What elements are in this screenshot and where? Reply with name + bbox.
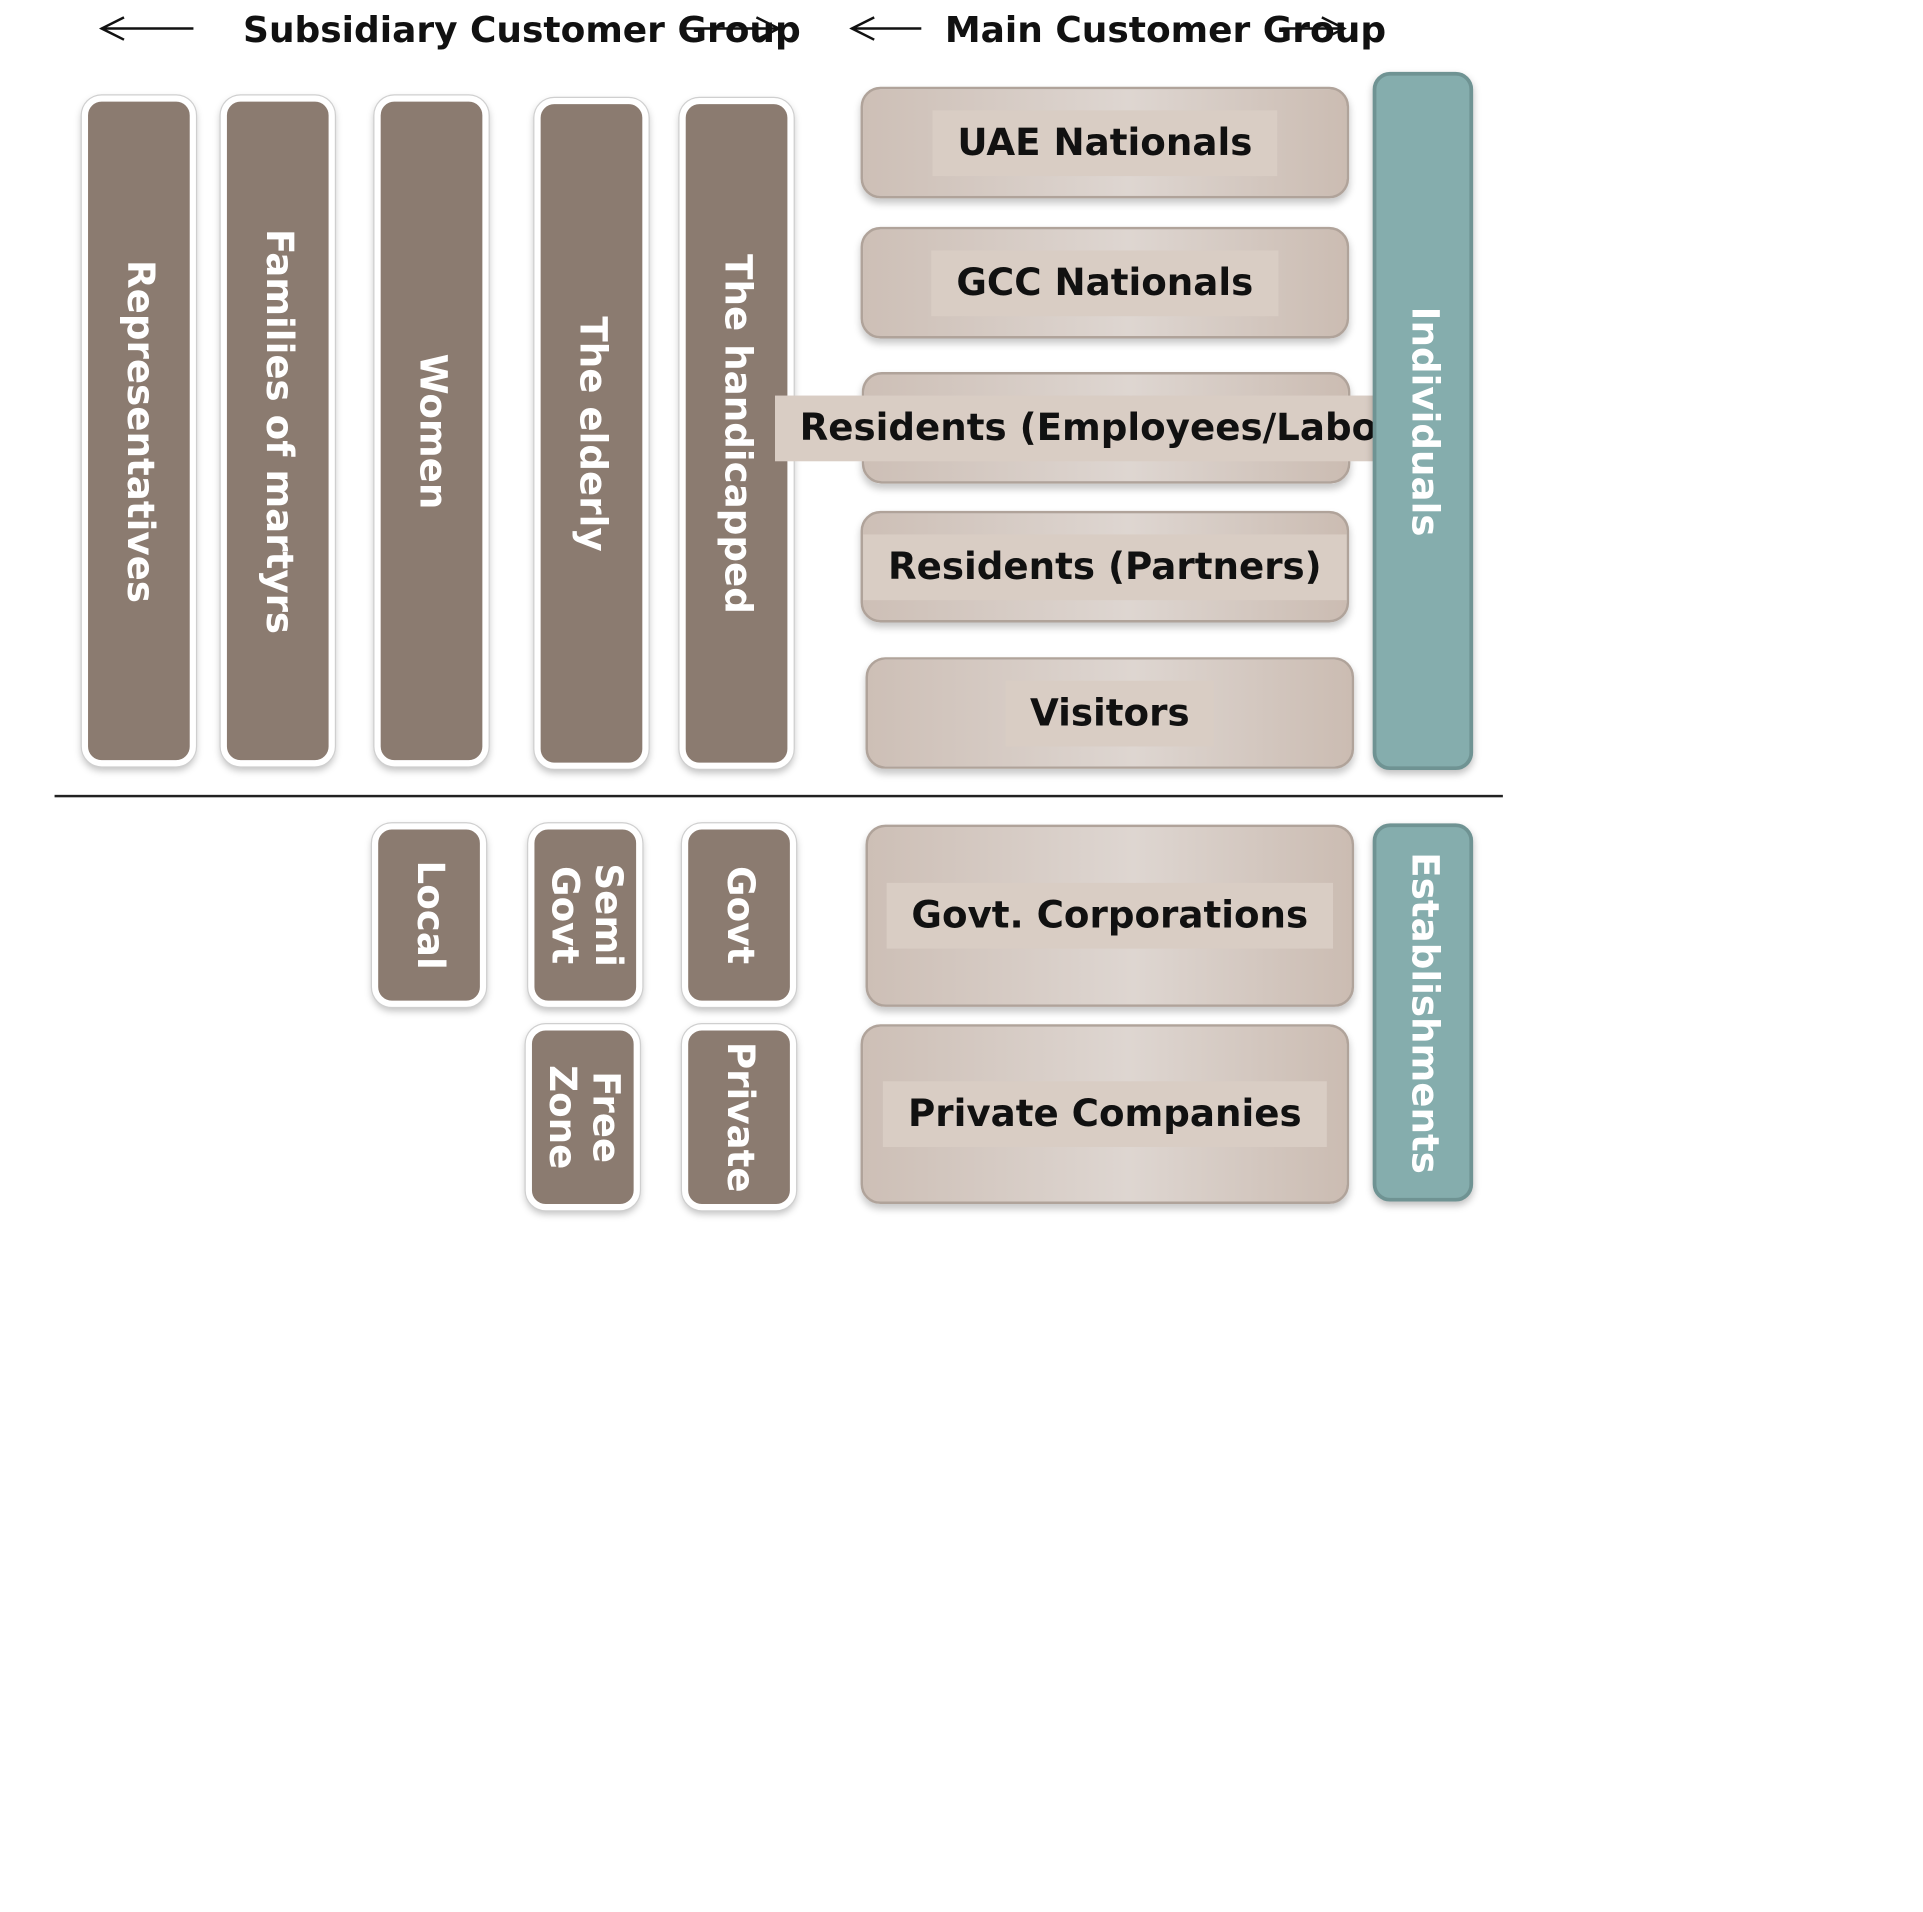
main-govt-corporations: Govt. Corporations	[865, 824, 1355, 1007]
subsidiary-semi-govt: Semi Govt	[528, 823, 643, 1007]
category-label: Establishments	[1402, 851, 1446, 1174]
subsidiary-label: Private	[718, 1041, 762, 1193]
subsidiary-label: Local	[408, 860, 452, 970]
subsidiary-label: Govt	[718, 866, 762, 965]
main-label: Residents (Employees/Labor)	[774, 394, 1438, 461]
subsidiary-representatives: Representatives	[81, 95, 196, 767]
subsidiary-label: Families of martyrs	[256, 228, 301, 634]
main-label: UAE Nationals	[932, 109, 1278, 176]
section-divider	[54, 794, 1503, 798]
main-label: Govt. Corporations	[886, 882, 1333, 949]
subsidiary-families-of-martyrs: Families of martyrs	[220, 95, 335, 767]
subsidiary-label: The handicapped	[715, 253, 760, 614]
arrow-right-icon	[1282, 16, 1347, 41]
main-label: GCC Nationals	[931, 249, 1279, 316]
category-individuals: Individuals	[1372, 71, 1474, 771]
main-label: Residents (Partners)	[863, 533, 1347, 600]
subsidiary-the-elderly: The elderly	[534, 97, 649, 769]
subsidiary-label: Semi Govt	[543, 863, 630, 967]
subsidiary-women: Women	[374, 95, 489, 767]
main-private-companies: Private Companies	[860, 1024, 1350, 1205]
arrow-right-icon	[682, 16, 782, 41]
subsidiary-free-zone: Free Zone	[525, 1024, 640, 1211]
main-uae-nationals: UAE Nationals	[860, 86, 1350, 199]
main-label: Private Companies	[883, 1081, 1327, 1147]
main-residents-partners: Residents (Partners)	[860, 510, 1350, 623]
subsidiary-label: The elderly	[570, 315, 615, 551]
subsidiary-govt: Govt	[682, 823, 797, 1007]
subsidiary-label: Women	[410, 353, 455, 509]
subsidiary-private: Private	[682, 1024, 797, 1211]
subsidiary-label: Representatives	[118, 259, 162, 603]
arrow-left-icon	[99, 16, 194, 41]
category-label: Individuals	[1402, 306, 1446, 536]
subsidiary-label: Free Zone	[540, 1065, 627, 1170]
main-label: Visitors	[1005, 680, 1215, 746]
main-gcc-nationals: GCC Nationals	[860, 226, 1350, 339]
subsidiary-local: Local	[372, 823, 487, 1007]
main-visitors: Visitors	[865, 657, 1355, 769]
category-establishments: Establishments	[1372, 823, 1474, 1202]
arrow-left-icon	[849, 16, 922, 41]
main-residents-employees: Residents (Employees/Labor)	[774, 372, 1438, 484]
